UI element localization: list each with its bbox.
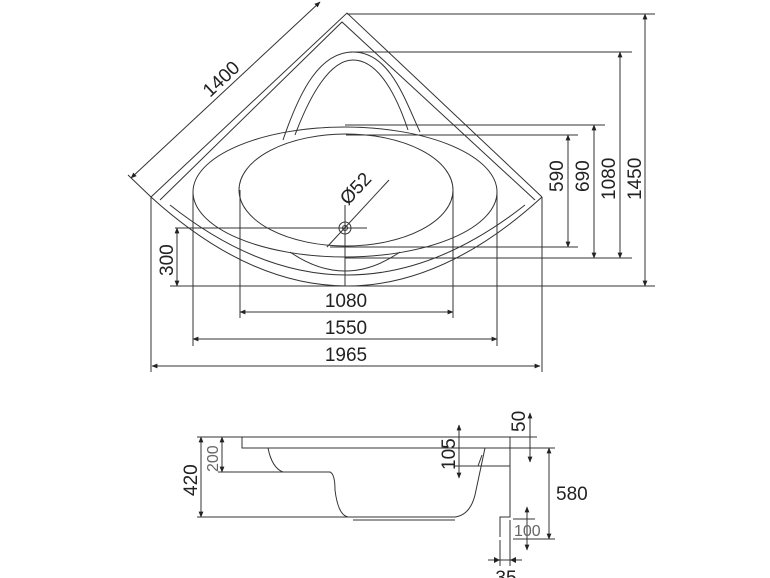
dim-line-1400 (130, 1, 321, 179)
dim-label-side: 1400 (199, 57, 244, 101)
side-view: 420 200 105 50 580 100 35 (181, 411, 588, 578)
dim-label-total-depth: 1450 (625, 158, 646, 200)
tub-profile-rim (242, 436, 511, 537)
overflow-line (477, 454, 483, 467)
dim-label-backrest-depth: 1080 (599, 158, 620, 200)
dim-label-seat-height: 200 (205, 445, 222, 472)
dim-label-inner-basin-width: 1080 (325, 291, 367, 312)
top-view: 1400 Ø52 1450 1080 690 590 300 1080 1550 (127, 1, 655, 372)
tub-profile-body (267, 447, 486, 518)
dim-label-tub-depth: 420 (181, 464, 202, 496)
drain-leader-line (326, 179, 390, 248)
dim-label-outer-basin-width: 1550 (325, 318, 367, 339)
tub-profile-rim-underside (241, 437, 485, 449)
tub-front-arc (150, 196, 543, 287)
dim-label-drain-offset: 300 (157, 244, 178, 276)
dim-label-total-height: 580 (556, 484, 588, 505)
dim-label-total-width: 1965 (325, 345, 367, 366)
tub-front-inner-arc (169, 204, 526, 276)
dim-arrows-35 (494, 557, 516, 563)
dim-label-inner-basin-depth: 590 (547, 160, 568, 192)
dim-label-rim-drop: 105 (439, 438, 460, 470)
tub-inner-rim-rear (159, 21, 536, 201)
dim-label-feet: 100 (514, 523, 541, 540)
dim-label-offset: 35 (495, 568, 516, 578)
dim-label-outer-basin-depth: 690 (573, 160, 594, 192)
backrest-inner-outline (294, 59, 409, 136)
ext-line (127, 174, 152, 198)
dim-label-rim-thickness: 50 (509, 411, 530, 432)
dim-label-drain: Ø52 (336, 169, 376, 210)
